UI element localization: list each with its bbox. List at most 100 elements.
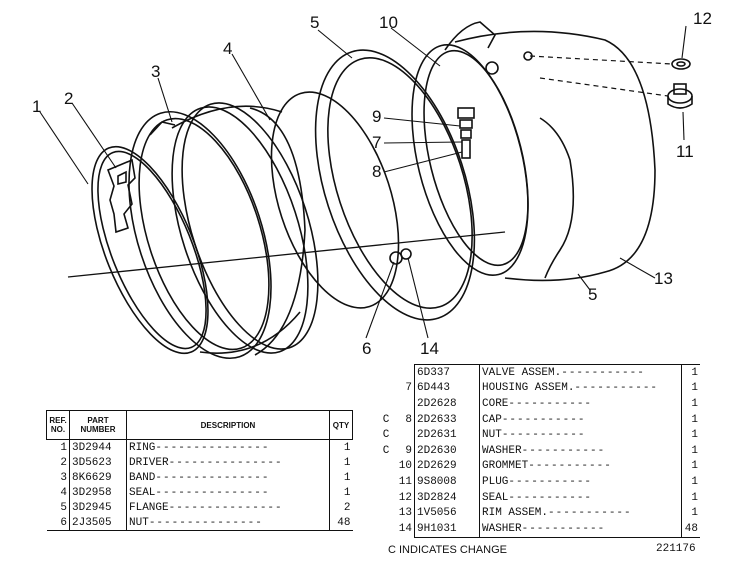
part-number: 6D337 [414,363,480,381]
description: NUT----------- [479,427,682,443]
part-1-ring [91,145,209,355]
change-flag [378,521,394,537]
part-number: 2D2628 [414,396,480,412]
callout-5-top: 5 [310,13,320,32]
part-3-band [128,110,272,360]
callout-4: 4 [223,39,233,58]
part-number: 2J3505 [69,515,127,531]
description: WASHER----------- [479,442,682,459]
callout-10: 10 [379,13,398,32]
part-number: 9H1031 [414,520,480,538]
ref-no: 6 [46,515,70,531]
qty: 1 [691,475,698,488]
description: CORE----------- [479,396,682,412]
ref-no: 3 [46,470,70,485]
ref-no: 12 [394,489,415,506]
change-flag [378,490,394,506]
part-5-flange-right [314,49,476,321]
part-number: 3D2958 [69,485,127,500]
part-2-driver [106,158,136,234]
part-number: 3D5623 [69,455,127,470]
callout-13: 13 [654,269,673,288]
ref-no [394,396,415,412]
ref-no: 9 [394,442,415,459]
ref-no [394,364,415,381]
qty: 1 [343,456,351,469]
callout-3: 3 [151,62,161,81]
part-11-plug [667,83,693,109]
part-4-seal [171,102,319,356]
ref-no: 13 [394,505,415,521]
figure-number: 221176 [656,543,696,555]
change-flag [378,474,394,490]
part-number: 2D2631 [414,427,480,443]
qty: 1 [691,397,698,410]
change-flag [378,396,394,412]
part-number: 1V5056 [414,505,480,521]
part-14-washer [389,248,412,265]
callout-7: 7 [372,133,382,152]
description: PLUG----------- [479,474,682,490]
change-flag [378,381,394,397]
qty: 1 [691,444,698,457]
qty: 48 [681,520,700,538]
part-13-rim-assembly [411,21,656,282]
part-12-seal [671,58,691,70]
part-number: 3D2945 [69,500,127,515]
callout-1: 1 [32,97,42,116]
callout-6: 6 [362,339,372,358]
change-flag: C [382,444,390,457]
ref-no: 1 [46,439,70,455]
qty: 1 [343,441,351,454]
qty: 1 [691,382,698,395]
description: WASHER----------- [479,520,682,538]
callout-5-bottom: 5 [588,285,598,304]
description: SEAL--------------- [126,485,330,500]
ref-no: 14 [394,520,415,538]
header-ref-no: REF. NO. [46,410,70,440]
qty: 1 [691,429,698,442]
change-flag: C [382,413,390,426]
qty: 1 [691,460,698,473]
description: DRIVER--------------- [126,455,330,470]
description: VALVE ASSEM.----------- [479,363,682,381]
description: FLANGE--------------- [126,500,330,515]
part-number: 3D2944 [69,439,127,455]
callout-2: 2 [64,89,74,108]
ref-no: 4 [46,485,70,500]
change-flag: C [382,429,390,442]
description: GROMMET----------- [479,458,682,475]
part-number: 2D2630 [414,442,480,459]
leader-lines [39,25,687,339]
ref-no: 11 [394,474,415,490]
header-description: DESCRIPTION [126,410,330,440]
qty: 1 [343,471,351,484]
qty: 1 [691,491,698,504]
ref-no: 5 [46,500,70,515]
part-number: 3D2824 [414,489,480,506]
description: HOUSING ASSEM.----------- [479,380,682,397]
qty: 2 [343,501,351,514]
ref-no [394,427,415,443]
valve-assembly [457,107,475,159]
part-number: 9S8008 [414,474,480,490]
callout-11: 11 [676,142,694,161]
part-5-flange-left [270,91,400,309]
